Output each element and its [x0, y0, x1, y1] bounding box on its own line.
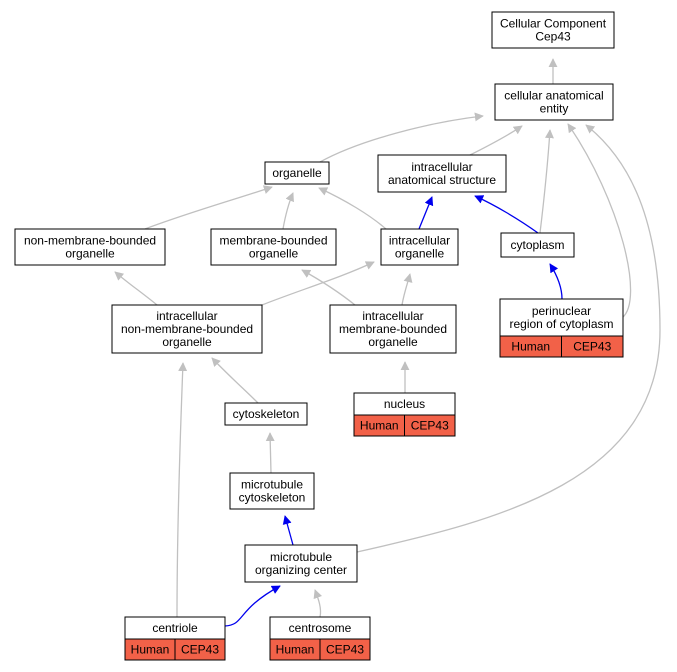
edge-microtubule-organizing-center-to-microtubule-cytoskeleton — [282, 515, 294, 546]
edge-intracellular-non-membrane-bounded-organelle-to-intracellular-organelle — [261, 261, 375, 306]
species-label: Human — [360, 419, 399, 433]
node-box — [264, 161, 330, 185]
edge-cytoskeleton-to-intracellular-non-membrane-bounded-organelle — [211, 357, 259, 404]
node-box — [491, 11, 615, 49]
node-label: organizing center — [255, 563, 347, 577]
node-label: intracellular — [411, 160, 472, 174]
node-label: organelle — [249, 247, 299, 261]
gene-cell — [404, 414, 456, 437]
node-box — [14, 228, 166, 266]
node-label: organelle — [395, 247, 445, 261]
node-box — [500, 232, 575, 258]
node-label: cytoplasm — [510, 238, 564, 252]
node-label: organelle — [368, 335, 418, 349]
gene-label: CEP43 — [181, 643, 219, 657]
node-label: intracellular — [156, 309, 217, 323]
edge-organelle-to-cellular-anatomical-entity — [319, 112, 484, 163]
node-cytoskeleton[interactable]: cytoskeleton — [224, 402, 308, 426]
gene-label: CEP43 — [411, 419, 449, 433]
node-box — [224, 402, 308, 426]
node-label: nucleus — [384, 397, 425, 411]
node-label: anatomical structure — [388, 173, 496, 187]
node-label: microtubule — [270, 550, 332, 564]
node-label: centrosome — [289, 621, 352, 635]
node-label: cellular anatomical — [504, 89, 603, 103]
node-label: membrane-bounded — [219, 234, 327, 248]
node-box — [111, 304, 263, 354]
gene-cell — [319, 638, 371, 661]
node-label: centriole — [152, 621, 198, 635]
node-label: non-membrane-bounded — [24, 234, 156, 248]
node-box — [229, 472, 315, 510]
edge-non-membrane-bounded-organelle-to-organelle — [144, 185, 273, 230]
node-label: region of cytoplasm — [509, 317, 613, 331]
node-label: organelle — [65, 247, 115, 261]
gene-label: CEP43 — [573, 340, 611, 354]
node-label: Cellular Component — [500, 17, 607, 31]
node-label: microtubule — [241, 478, 303, 492]
node-label: cytoskeleton — [233, 407, 300, 421]
node-label: Cep43 — [535, 30, 571, 44]
node-label: organelle — [272, 166, 322, 180]
edge-centriole-to-intracellular-non-membrane-bounded-organelle — [176, 362, 188, 618]
edge-centriole-to-microtubule-organizing-center — [224, 585, 281, 627]
species-label: Human — [511, 340, 550, 354]
species-label: Human — [131, 643, 170, 657]
node-label: non-membrane-bounded — [121, 322, 253, 336]
node-organelle[interactable]: organelle — [264, 161, 330, 185]
node-label: membrane-bounded — [339, 322, 447, 336]
gene-label: CEP43 — [326, 643, 364, 657]
node-box — [210, 228, 337, 266]
node-label: cytoskeleton — [239, 491, 306, 505]
edge-cytoplasm-to-intracellular-anatomical-structure — [474, 195, 539, 234]
node-box — [244, 544, 358, 583]
species-label: Human — [276, 643, 315, 657]
node-label: perinuclear — [532, 304, 591, 318]
node-box — [380, 228, 459, 266]
edge-intracellular-anatomical-structure-to-cellular-anatomical-entity — [469, 125, 523, 156]
edge-microtubule-organizing-center-to-cellular-anatomical-entity — [356, 124, 661, 553]
edge-cytoplasm-to-cellular-anatomical-entity — [539, 129, 554, 234]
node-label: organelle — [162, 335, 212, 349]
node-intracellular-non-membrane-bounded-organelle[interactable]: intracellularnon-membrane-boundedorganel… — [111, 304, 263, 354]
node-box — [329, 304, 457, 354]
edge-perinuclear-region-to-cytoplasm — [549, 263, 563, 300]
edge-membrane-bounded-organelle-to-organelle — [282, 192, 294, 230]
gene-cell — [561, 335, 624, 358]
node-box — [499, 298, 624, 337]
node-label: entity — [540, 102, 569, 116]
edge-intracellular-organelle-to-organelle — [318, 187, 387, 230]
edge-intracellular-membrane-bounded-organelle-to-membrane-bounded-organelle — [301, 269, 356, 306]
node-box — [494, 83, 614, 121]
node-label: intracellular — [389, 234, 450, 248]
node-label: intracellular — [362, 309, 423, 323]
node-cytoplasm[interactable]: cytoplasm — [500, 232, 575, 258]
edge-centrosome-to-microtubule-organizing-center — [313, 589, 323, 618]
edge-intracellular-organelle-to-intracellular-anatomical-structure — [418, 196, 434, 230]
edge-microtubule-cytoskeleton-to-cytoskeleton — [265, 432, 275, 474]
gene-cell — [174, 638, 226, 661]
node-box — [377, 154, 507, 193]
edge-perinuclear-region-to-cellular-anatomical-entity — [567, 123, 632, 319]
edge-intracellular-non-membrane-bounded-organelle-to-non-membrane-bounded-organelle — [114, 271, 158, 306]
edge-intracellular-membrane-bounded-organelle-to-intracellular-organelle — [401, 273, 413, 306]
edges — [114, 58, 661, 627]
